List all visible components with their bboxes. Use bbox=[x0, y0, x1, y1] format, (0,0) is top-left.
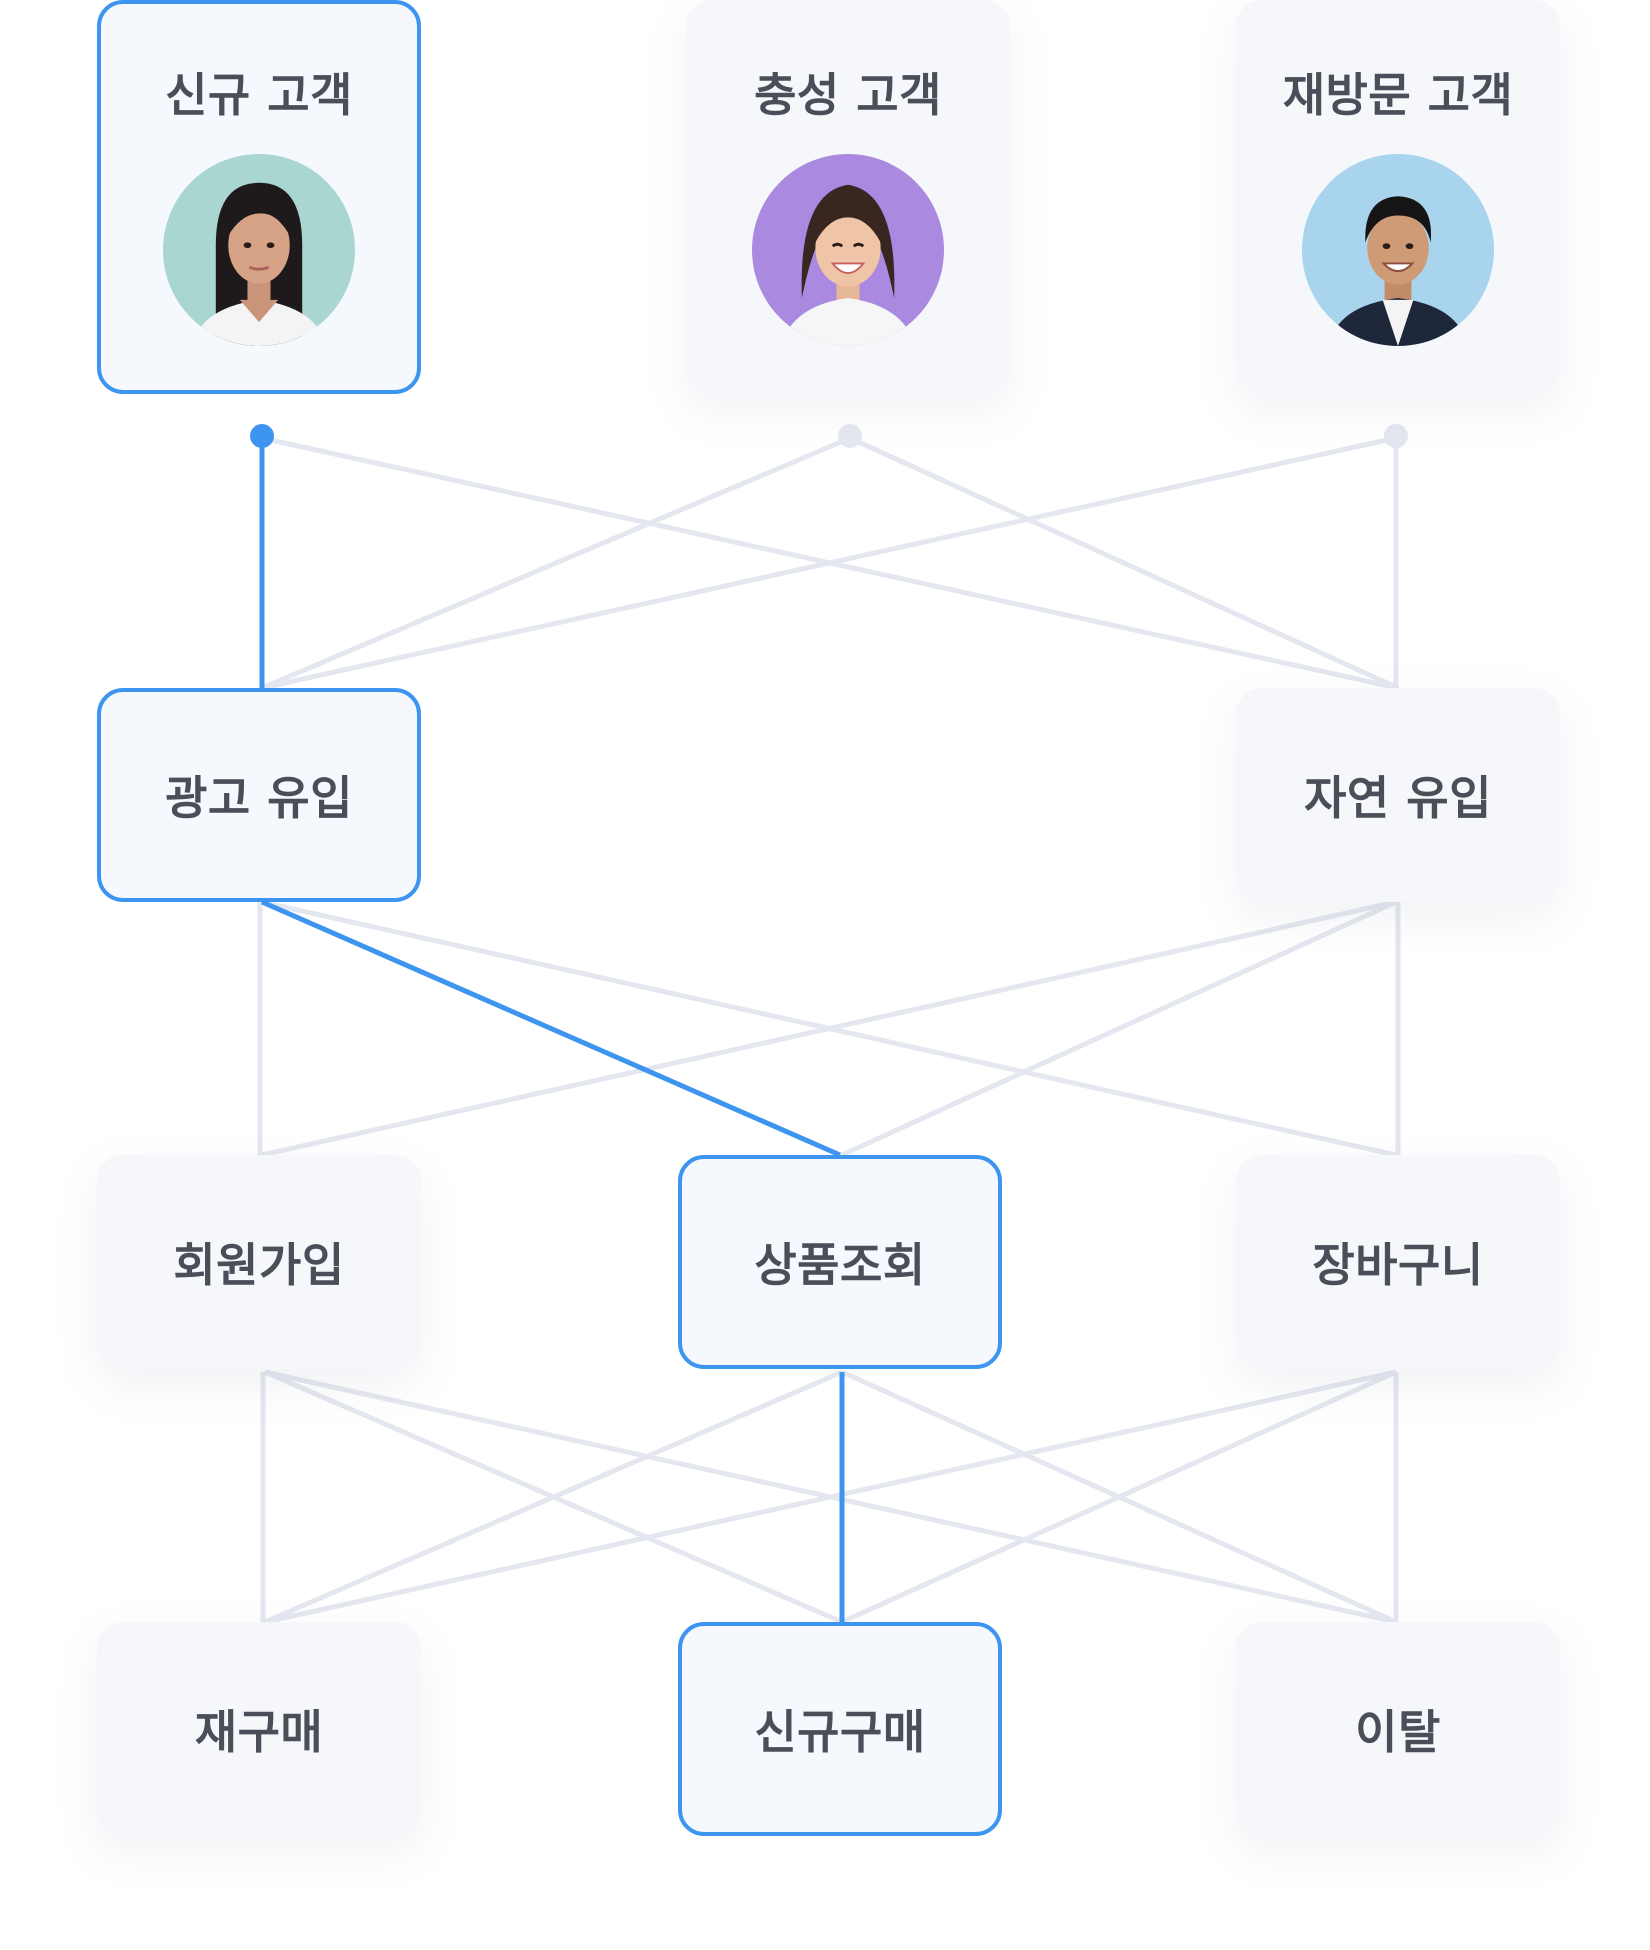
node-label: 이탈 bbox=[1355, 1705, 1441, 1759]
outcome-node-churn[interactable]: 이탈 bbox=[1236, 1622, 1560, 1836]
persona-label: 재방문 고객 bbox=[1282, 68, 1514, 122]
anchor-dot-active bbox=[250, 424, 274, 448]
edge-cart-to-newpurchase bbox=[840, 1369, 1398, 1625]
node-label: 자연 유입 bbox=[1304, 771, 1492, 825]
edge-cart-to-repurchase bbox=[264, 1369, 1397, 1625]
node-label: 광고 유입 bbox=[165, 771, 353, 825]
edge-browse-to-repurchase bbox=[264, 1369, 843, 1625]
action-node-cart[interactable]: 장바구니 bbox=[1236, 1155, 1560, 1369]
edge-returning-to-ad bbox=[261, 435, 1397, 691]
action-node-signup[interactable]: 회원가입 bbox=[97, 1155, 421, 1369]
smiling-woman-avatar bbox=[752, 154, 944, 346]
node-label: 신규구매 bbox=[754, 1705, 926, 1759]
avatar bbox=[1302, 154, 1494, 346]
node-label: 재구매 bbox=[194, 1705, 324, 1759]
persona-card-new-customer[interactable]: 신규 고객 bbox=[97, 0, 421, 394]
anchor-dot bbox=[838, 424, 862, 448]
node-label: 회원가입 bbox=[173, 1238, 345, 1292]
avatar bbox=[163, 154, 355, 346]
node-label: 장바구니 bbox=[1312, 1238, 1484, 1292]
persona-label: 충성 고객 bbox=[754, 68, 942, 122]
edge-loyal-to-ad bbox=[261, 435, 851, 691]
anchor-dot bbox=[1384, 424, 1408, 448]
node-label: 상품조회 bbox=[754, 1238, 926, 1292]
smiling-man-avatar bbox=[1302, 154, 1494, 346]
action-node-product-view[interactable]: 상품조회 bbox=[678, 1155, 1002, 1369]
source-node-ad-traffic[interactable]: 광고 유입 bbox=[97, 688, 421, 902]
persona-card-returning-customer[interactable]: 재방문 고객 bbox=[1236, 0, 1560, 394]
avatar bbox=[752, 154, 944, 346]
source-node-organic-traffic[interactable]: 자연 유입 bbox=[1236, 688, 1560, 902]
persona-card-loyal-customer[interactable]: 충성 고객 bbox=[686, 0, 1010, 394]
outcome-node-repurchase[interactable]: 재구매 bbox=[97, 1622, 421, 1836]
edge-organic-to-browse bbox=[840, 899, 1398, 1158]
outcome-node-new-purchase[interactable]: 신규구매 bbox=[678, 1622, 1002, 1836]
edge-active-ad-to-browse bbox=[260, 899, 842, 1158]
persona-label: 신규 고객 bbox=[165, 68, 353, 122]
edge-organic-to-signup bbox=[261, 899, 1397, 1158]
woman-long-black-hair-avatar bbox=[163, 154, 355, 346]
edge-loyal-to-organic bbox=[848, 435, 1400, 691]
